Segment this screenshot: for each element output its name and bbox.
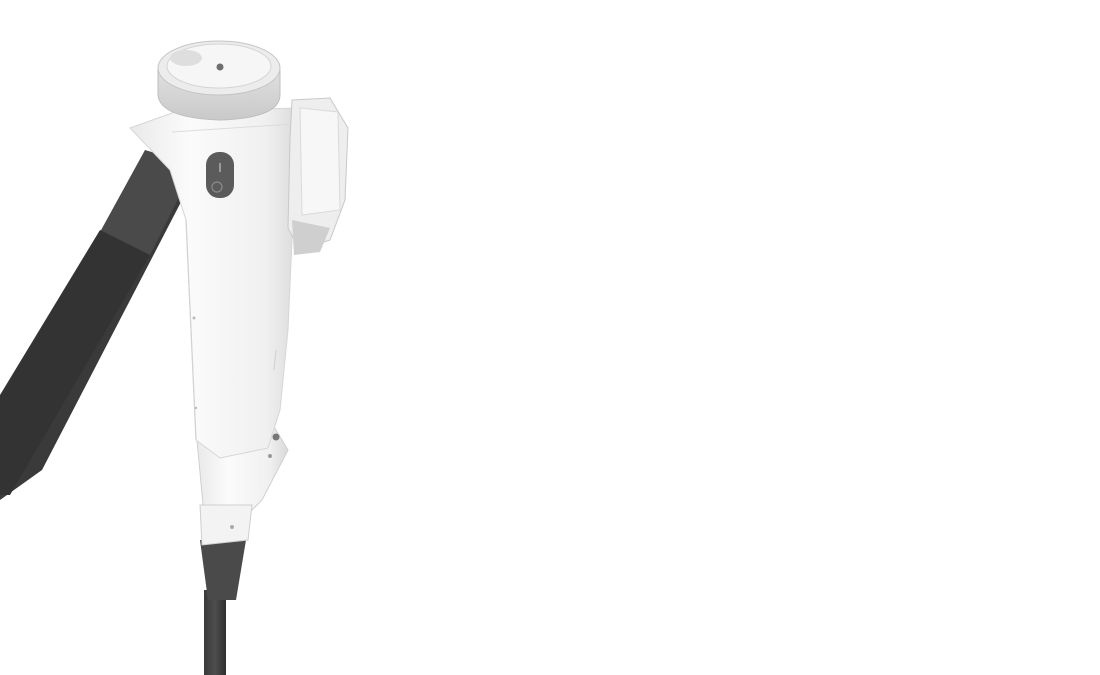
umbilical-cable: [0, 150, 195, 500]
angulation-wheel: [287, 97, 349, 255]
handle-details: [192, 316, 277, 410]
insertion-tube: [200, 540, 246, 675]
control-button: [206, 152, 234, 198]
handle-body: [129, 107, 301, 459]
top-valve-knob: [157, 40, 281, 121]
